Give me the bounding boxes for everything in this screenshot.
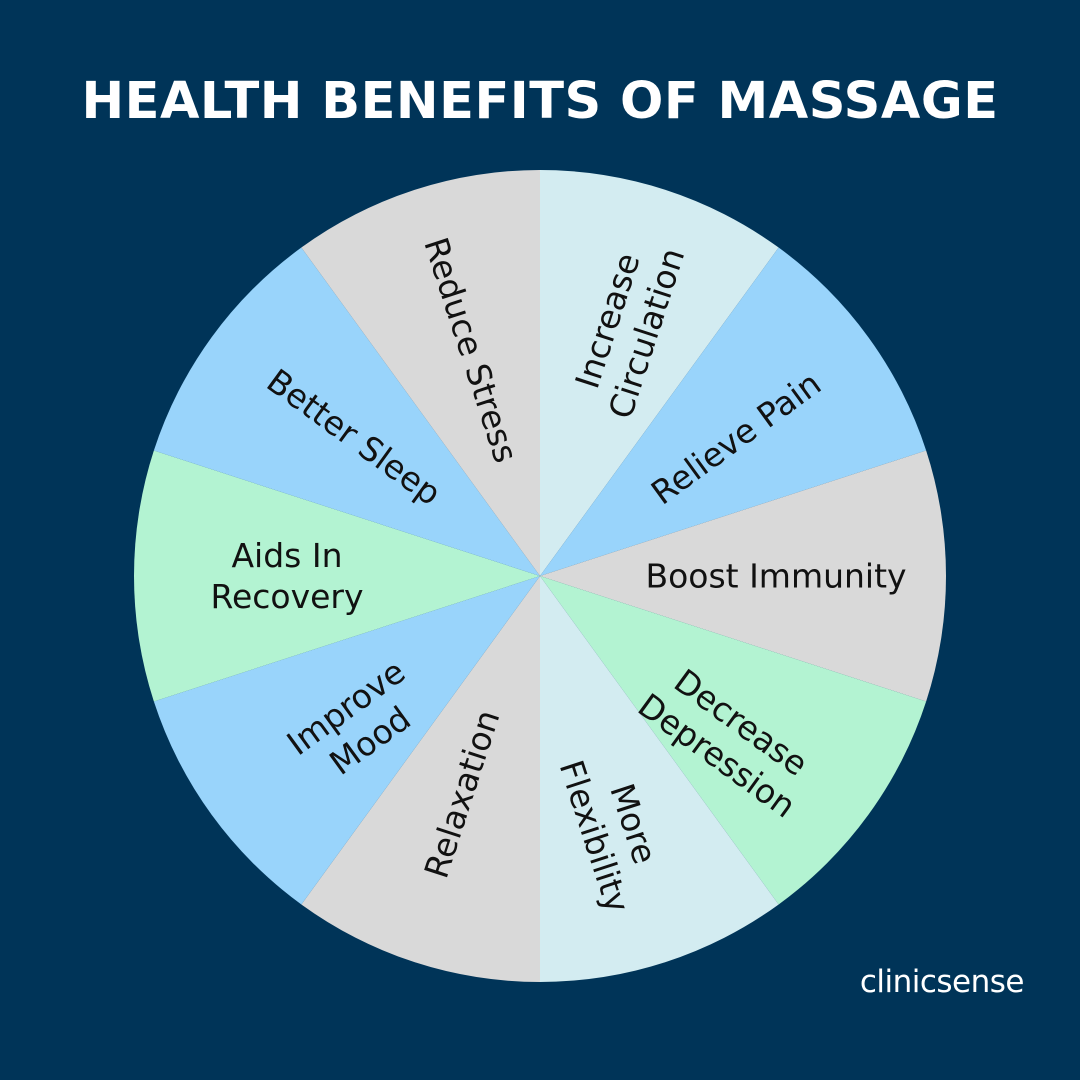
- wheel-segment: [540, 450, 947, 702]
- segment-label: Recovery: [210, 577, 363, 616]
- wheel-segment: [540, 247, 927, 577]
- wheel-segment: [301, 576, 540, 982]
- page-title: HEALTH BENEFITS OF MASSAGE: [81, 72, 999, 131]
- wheel-segment: [153, 576, 540, 905]
- wheel-segment: [540, 576, 779, 982]
- wheel-segment: [540, 576, 927, 905]
- segment-label: Aids In: [231, 536, 342, 575]
- clinicsense-logo: clinicsense: [859, 964, 1025, 1000]
- segment-label: Boost Immunity: [645, 557, 906, 596]
- wheel-segment: [133, 450, 541, 702]
- wheel-segment: [153, 247, 540, 577]
- wheel-segment: [540, 170, 779, 576]
- wheel-segment: [301, 170, 540, 576]
